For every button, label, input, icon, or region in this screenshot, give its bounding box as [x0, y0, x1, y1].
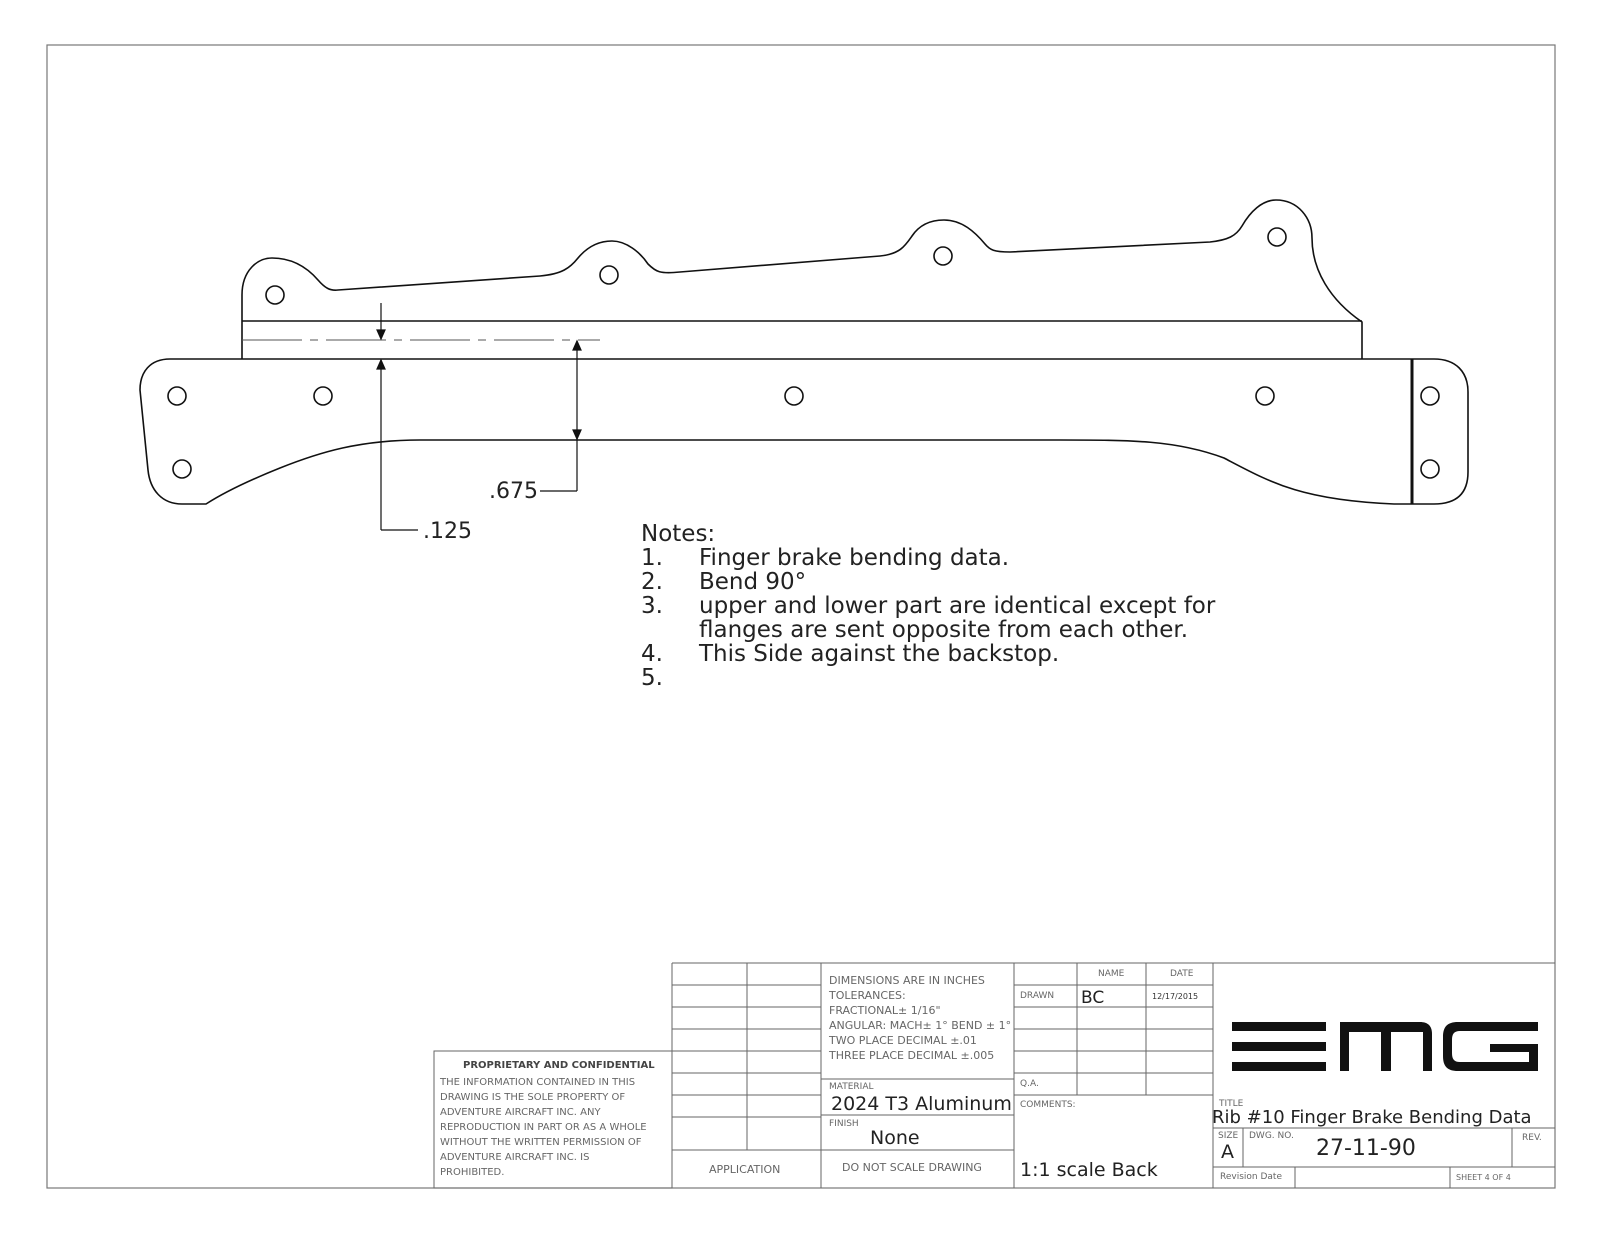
flange-profile	[241, 199, 1363, 359]
proprietary-line: REPRODUCTION IN PART OR AS A WHOLE	[440, 1122, 647, 1133]
hole	[1420, 386, 1440, 406]
proprietary-line: ADVENTURE AIRCRAFT INC. ANY	[440, 1107, 601, 1118]
dwg-no-value: 27-11-90	[1316, 1136, 1416, 1161]
hole	[1420, 459, 1440, 479]
proprietary-line: THE INFORMATION CONTAINED IN THIS	[440, 1077, 636, 1088]
proprietary-line: DRAWING IS THE SOLE PROPERTY OF	[440, 1092, 626, 1103]
emg-logo	[1232, 1022, 1538, 1071]
tolerance-line: THREE PLACE DECIMAL ±.005	[829, 1049, 995, 1062]
hole	[265, 285, 285, 305]
comments-label: COMMENTS:	[1020, 1100, 1076, 1110]
proprietary-line: WITHOUT THE WRITTEN PERMISSION OF	[440, 1137, 642, 1148]
dwg-no-label: DWG. NO.	[1249, 1131, 1294, 1141]
material-value: 2024 T3 Aluminum	[831, 1093, 1012, 1115]
name-header: NAME	[1098, 969, 1125, 979]
note-item: 2. Bend 90°	[641, 569, 807, 595]
hole	[1267, 227, 1287, 247]
date-header: DATE	[1170, 969, 1194, 979]
proprietary-line: PROHIBITED.	[440, 1167, 505, 1178]
hole	[599, 265, 619, 285]
drawn-date: 12/17/2015	[1152, 992, 1199, 1001]
size-label: SIZE	[1218, 1131, 1239, 1141]
hole	[167, 386, 187, 406]
tolerance-line: ANGULAR: MACH± 1° BEND ± 1°	[829, 1019, 1012, 1032]
dimension-label-675: .675	[489, 479, 538, 504]
material-label: MATERIAL	[829, 1082, 874, 1092]
note-item: 1. Finger brake bending data.	[641, 545, 1010, 571]
qa-label: Q.A.	[1020, 1079, 1039, 1089]
proprietary-line: ADVENTURE AIRCRAFT INC. IS	[440, 1152, 590, 1163]
notes-block: Notes: 1. Finger brake bending data. 2. …	[641, 522, 1215, 690]
title-label: TITLE	[1219, 1099, 1244, 1109]
application-label: APPLICATION	[709, 1163, 781, 1176]
note-item-continuation: flanges are sent opposite from each othe…	[699, 617, 1189, 643]
sheet-border	[46, 44, 1556, 1189]
note-item: 4. This Side against the backstop.	[641, 641, 1060, 667]
note-item: 5.	[641, 665, 663, 691]
sheet-number: SHEET 4 OF 4	[1456, 1173, 1511, 1182]
finish-value: None	[870, 1127, 920, 1149]
body-profile	[139, 358, 1469, 505]
tolerance-line: FRACTIONAL± 1/16"	[829, 1004, 941, 1017]
drawn-name: BC	[1081, 988, 1105, 1008]
hole	[172, 459, 192, 479]
hole	[784, 386, 804, 406]
comments-value: 1:1 scale Back	[1020, 1159, 1158, 1181]
dimension-675	[540, 339, 582, 492]
dimension-125	[376, 303, 418, 531]
dimension-label-125: .125	[423, 519, 472, 544]
tolerance-line: TOLERANCES:	[829, 989, 906, 1002]
do-not-scale-note: DO NOT SCALE DRAWING	[842, 1161, 982, 1174]
finish-label: FINISH	[829, 1119, 859, 1129]
drawing-title: Rib #10 Finger Brake Bending Data	[1212, 1107, 1532, 1128]
hole	[1255, 386, 1275, 406]
part-outline	[139, 199, 1469, 505]
notes-heading: Notes:	[641, 521, 716, 547]
hole	[933, 246, 953, 266]
note-item: 3. upper and lower part are identical ex…	[641, 593, 1216, 619]
tolerance-line: TWO PLACE DECIMAL ±.01	[829, 1034, 977, 1047]
drawn-label: DRAWN	[1020, 991, 1055, 1001]
hole	[313, 386, 333, 406]
tolerance-line: DIMENSIONS ARE IN INCHES	[829, 974, 985, 987]
proprietary-title: PROPRIETARY AND CONFIDENTIAL	[463, 1060, 655, 1071]
rev-label: REV.	[1522, 1133, 1542, 1143]
title-block-grid	[433, 962, 1555, 1189]
size-value: A	[1221, 1141, 1234, 1163]
revision-date-label: Revision Date	[1220, 1172, 1282, 1182]
